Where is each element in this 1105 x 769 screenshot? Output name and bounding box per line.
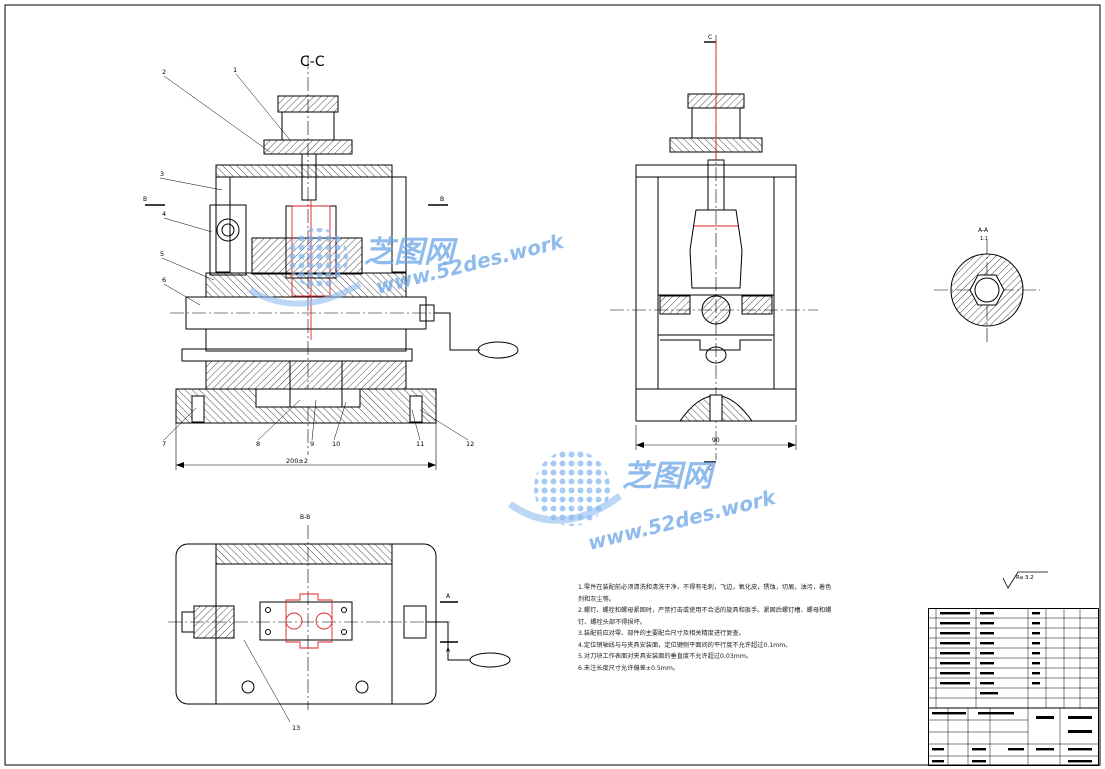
watermark-lower: 芝图网 www.52des.work [507, 450, 779, 555]
top-view-section-bb [168, 525, 511, 723]
section-cc-title: C-C [300, 54, 325, 70]
title-block [928, 608, 1099, 766]
side-view [610, 35, 818, 463]
cut-marker-c-top: C [708, 34, 712, 41]
watermark-url: www.52des.work [585, 485, 779, 555]
section-aa-view [934, 240, 1040, 345]
side-dimension: 90 [712, 437, 720, 444]
workpiece-outline-top [285, 593, 333, 649]
callout: 12 [466, 440, 474, 448]
note-line: 剂和灰尘等。 [578, 595, 616, 603]
callout: 6 [162, 276, 166, 284]
overall-width-dimension: 200±2 [286, 457, 308, 465]
note-line: 4.定位销轴线与与夹具安装面，定位键侧平面间的平行度不允许超过0.1mm。 [578, 641, 792, 649]
note-line: 钉、螺栓头部不得损坏。 [578, 618, 647, 626]
section-bb-title: B-B [300, 514, 310, 521]
section-aa-title: A-A [978, 227, 989, 234]
watermark-brand: 芝图网 [364, 235, 458, 270]
callout: 9 [310, 440, 314, 448]
callout: 2 [162, 68, 166, 76]
roughness-symbol: Ra 3.2 [1002, 571, 1048, 589]
callout: 10 [332, 440, 340, 448]
callout: 11 [416, 440, 424, 448]
cut-marker-c-bottom: C [708, 465, 712, 472]
technical-requirements: 1.零件在装配前必须清洗和清洗干净，不得有毛刺，飞边，氧化皮，锈蚀，切屑，油污，… [578, 582, 908, 674]
note-line: 3.装配前应对零、部件的主要配合尺寸及相关精度进行复查。 [578, 630, 745, 637]
callout: 1 [233, 66, 237, 74]
note-line: 2.螺钉、螺栓和螺母紧固时，严禁打击或使用不合适的旋具和扳手。紧固后螺钉槽、螺母… [578, 607, 832, 614]
note-line: 6.未注长度尺寸允许偏差±0.5mm。 [578, 664, 680, 672]
workpiece-outline-side [694, 40, 738, 227]
sheet-border [4, 4, 1101, 766]
watermark-brand: 芝图网 [622, 459, 716, 494]
title-block-entries [932, 612, 1092, 763]
cut-marker-b-left: B [143, 196, 147, 203]
note-line: 1.零件在装配前必须清洗和清洗干净，不得有毛刺，飞边，氧化皮，锈蚀，切屑，油污，… [578, 584, 832, 591]
part-callouts: 2 1 3 4 5 6 7 8 9 10 11 12 13 [160, 66, 474, 732]
callout: 4 [162, 210, 166, 218]
roughness-value: Ra 3.2 [1016, 575, 1034, 581]
cut-marker-b-right: B [440, 196, 444, 203]
cut-marker-a-top: A [446, 593, 451, 600]
callout: 3 [160, 170, 164, 178]
callout: 5 [160, 250, 164, 258]
note-line: 5.对刀块工作表面对夹具安装面的垂直度不允许超过0.03mm。 [578, 653, 753, 660]
parts-list-grid [928, 608, 1099, 766]
callout: 8 [256, 440, 260, 448]
callout: 7 [162, 440, 166, 448]
section-aa-ratio: 1:1 [980, 236, 988, 242]
callout: 13 [292, 724, 300, 732]
cut-marker-a-bottom: A [446, 647, 451, 654]
